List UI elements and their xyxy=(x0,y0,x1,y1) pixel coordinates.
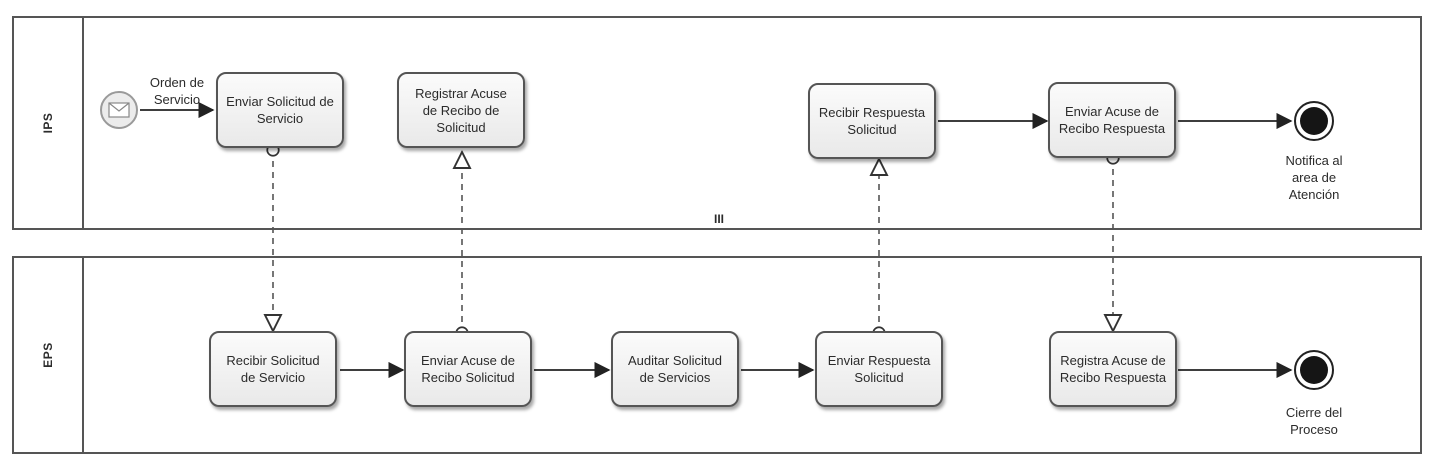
task-recibir-respuesta-solicitud[interactable]: Recibir Respuesta Solicitud xyxy=(808,83,936,159)
task-label: Enviar Acuse de Recibo Respuesta xyxy=(1058,104,1166,136)
task-registrar-acuse-recibo-solicitud[interactable]: Registrar Acuse de Recibo de Solicitud xyxy=(397,72,525,148)
end-event-notifica[interactable] xyxy=(1294,101,1334,141)
task-label: Recibir Respuesta Solicitud xyxy=(818,105,926,137)
task-label: Auditar Solicitud de Servicios xyxy=(628,353,722,385)
envelope-icon xyxy=(108,102,130,118)
task-label: Enviar Solicitud de Servicio xyxy=(226,94,334,126)
task-label: Enviar Respuesta Solicitud xyxy=(827,353,931,385)
task-recibir-solicitud-servicio[interactable]: Recibir Solicitud de Servicio xyxy=(209,331,337,407)
task-label: Registra Acuse de Recibo Respuesta xyxy=(1059,353,1167,385)
start-event-label: Orden de Servicio xyxy=(149,75,205,107)
pool-header-eps: EPS xyxy=(14,258,84,452)
task-auditar-solicitud-servicios[interactable]: Auditar Solicitud de Servicios xyxy=(611,331,739,407)
task-label: Recibir Solicitud de Servicio xyxy=(226,353,320,385)
task-label: Registrar Acuse de Recibo de Solicitud xyxy=(415,85,507,135)
task-enviar-acuse-recibo-respuesta[interactable]: Enviar Acuse de Recibo Respuesta xyxy=(1048,82,1176,158)
task-enviar-respuesta-solicitud[interactable]: Enviar Respuesta Solicitud xyxy=(815,331,943,407)
task-enviar-solicitud-servicio[interactable]: Enviar Solicitud de Servicio xyxy=(216,72,344,148)
task-enviar-acuse-recibo-solicitud[interactable]: Enviar Acuse de Recibo Solicitud xyxy=(404,331,532,407)
task-registra-acuse-recibo-respuesta[interactable]: Registra Acuse de Recibo Respuesta xyxy=(1049,331,1177,407)
start-event-orden-servicio[interactable] xyxy=(100,91,138,129)
pool-collapse-marker: III xyxy=(714,212,725,226)
end-event-notifica-label: Notifica al area de Atención xyxy=(1285,153,1343,202)
task-label: Enviar Acuse de Recibo Solicitud xyxy=(421,353,515,385)
end-event-cierre-label: Cierre del Proceso xyxy=(1285,405,1343,437)
pool-header-ips: IPS xyxy=(14,18,84,228)
end-event-cierre[interactable] xyxy=(1294,350,1334,390)
